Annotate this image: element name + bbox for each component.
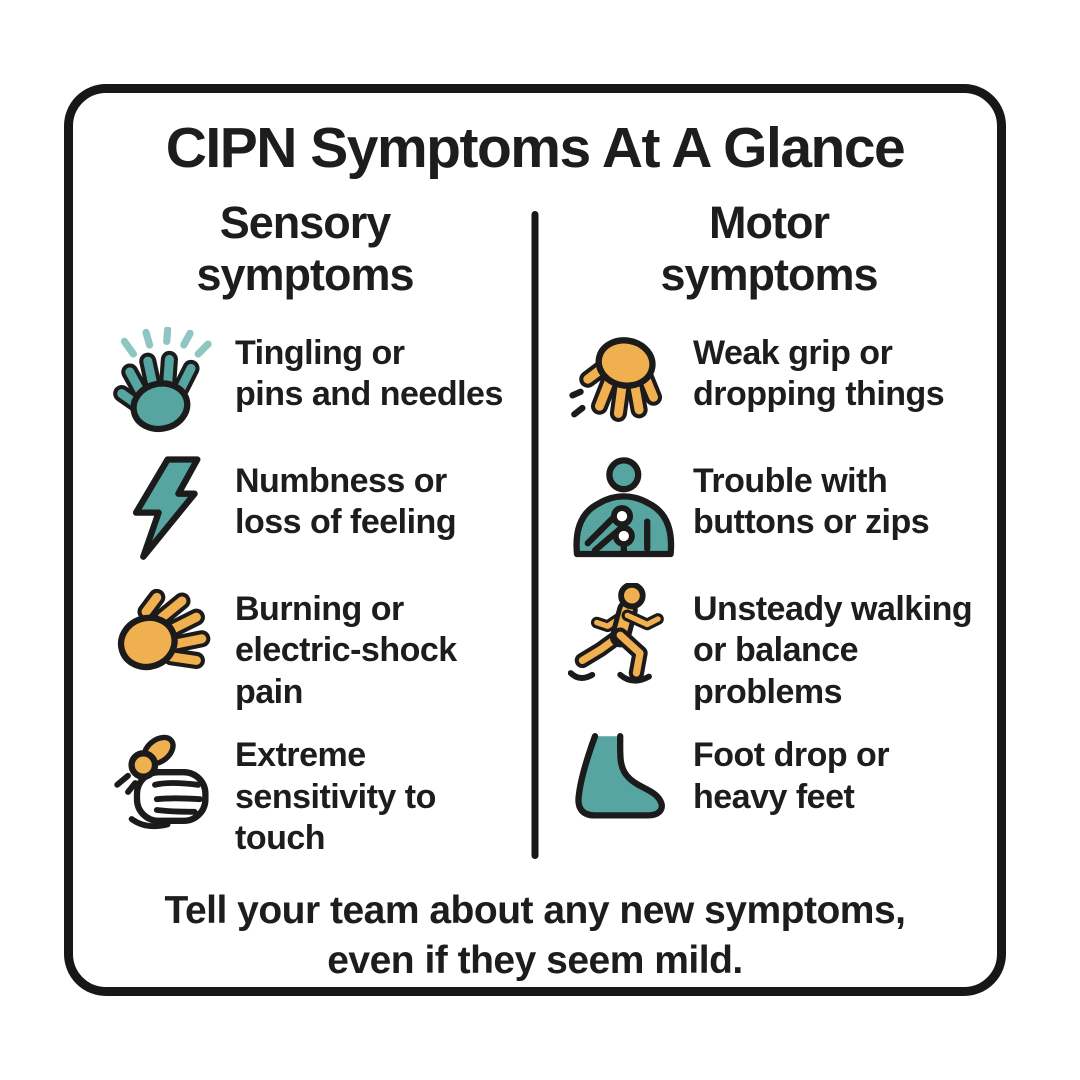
- symptom-label: Burning or electric-shock pain: [235, 589, 457, 711]
- symptom-label: Weak grip or dropping things: [693, 333, 945, 414]
- sensory-column-header: Sensory symptoms: [196, 196, 414, 301]
- symptom-label: Unsteady walking or balance problems: [693, 589, 973, 711]
- list-item: Foot drop or heavy feet: [559, 729, 979, 841]
- sensory-items: Tingling or pins and needles Numbness or…: [101, 326, 509, 860]
- list-item: Numbness or loss of feeling: [101, 455, 509, 567]
- dropping-hand-icon: [559, 327, 685, 439]
- list-item: Trouble with buttons or zips: [559, 455, 979, 567]
- column-divider: [531, 210, 539, 859]
- infographic-card: CIPN Symptoms At A Glance Sensory sympto…: [64, 84, 1006, 996]
- symptom-label: Tingling or pins and needles: [235, 333, 503, 414]
- symptom-label: Trouble with buttons or zips: [693, 461, 930, 542]
- symptom-label: Foot drop or heavy feet: [693, 736, 890, 816]
- list-item: Weak grip or dropping things: [559, 327, 979, 439]
- symptom-columns: Sensory symptoms: [73, 197, 997, 876]
- motor-column-header: Motor symptoms: [660, 196, 878, 301]
- buttons-torso-icon: [559, 455, 685, 567]
- touch-sensitivity-icon: [101, 729, 227, 841]
- list-item: Unsteady walking or balance problems: [559, 582, 979, 713]
- list-item: Extreme sensitivity to touch: [101, 729, 509, 859]
- symptom-label: Numbness or loss of feeling: [235, 461, 457, 542]
- burning-hand-icon: [101, 583, 227, 695]
- tingling-hand-icon: [101, 326, 227, 439]
- list-item: Tingling or pins and needles: [101, 326, 509, 439]
- foot-icon: [559, 729, 685, 841]
- symptom-label: Extreme sensitivity to touch: [235, 736, 436, 858]
- motor-column: Motor symptoms: [535, 197, 983, 876]
- motor-items: Weak grip or dropping things: [559, 327, 979, 841]
- list-item: Burning or electric-shock pain: [101, 583, 509, 713]
- sensory-column: Sensory symptoms: [87, 197, 535, 876]
- walking-person-icon: [559, 582, 685, 695]
- page-title: CIPN Symptoms At A Glance: [165, 116, 906, 180]
- footer-note: Tell your team about any new symptoms, e…: [164, 888, 906, 982]
- lightning-bolt-icon: [101, 455, 227, 567]
